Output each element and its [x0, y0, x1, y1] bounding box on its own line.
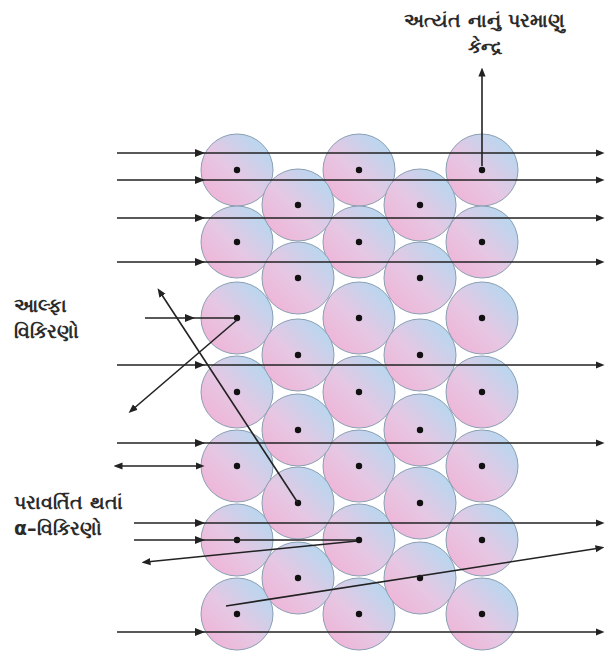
arrow-head — [195, 176, 205, 184]
gold-atom — [384, 467, 456, 539]
gold-atom — [384, 394, 456, 466]
arrow-head — [195, 439, 205, 447]
gold-atom — [446, 282, 518, 354]
deflected-ray — [132, 320, 237, 410]
gold-atom — [201, 430, 273, 502]
alpha-ray — [117, 179, 600, 181]
arrow-head — [195, 149, 205, 157]
nucleus-dot — [479, 611, 485, 617]
nucleus-dot — [479, 389, 485, 395]
nucleus-dot — [417, 500, 423, 506]
gold-atom — [446, 578, 518, 650]
deflected-ray — [226, 548, 600, 606]
nucleus-dot — [417, 427, 423, 433]
alpha-ray — [117, 217, 600, 219]
nucleus-dot — [356, 611, 362, 617]
alpha-rays — [117, 72, 600, 636]
arrow-head — [185, 314, 195, 322]
nucleus-dot — [479, 315, 485, 321]
deflected-ray — [481, 72, 483, 166]
gold-atom — [446, 206, 518, 278]
alpha-ray — [117, 631, 600, 633]
gold-atom — [201, 206, 273, 278]
nucleus-dot — [356, 537, 362, 543]
nucleus-dot — [356, 463, 362, 469]
nucleus-dot — [479, 463, 485, 469]
gold-atom — [446, 504, 518, 576]
gold-atom — [323, 134, 395, 206]
alpha-ray — [117, 152, 600, 154]
gold-atom — [323, 356, 395, 428]
gold-atom — [323, 206, 395, 278]
nucleus-dot — [356, 239, 362, 245]
gold-atom — [262, 394, 334, 466]
nucleus-dot — [479, 537, 485, 543]
callout-label: પરાવર્તિત થતાં α–વિકિરણો — [12, 490, 134, 541]
alpha-ray — [117, 261, 600, 263]
nucleus-dot — [234, 463, 240, 469]
nucleus-dot — [356, 389, 362, 395]
gold-atom — [446, 430, 518, 502]
nucleus-dot — [295, 202, 301, 208]
arrow-head — [195, 214, 205, 222]
arrow-head — [195, 258, 205, 266]
gold-atom — [262, 542, 334, 614]
nucleus-dot — [234, 389, 240, 395]
gold-atom — [384, 242, 456, 314]
alpha-ray — [117, 539, 356, 541]
alpha-ray — [117, 442, 600, 444]
gold-atom — [384, 319, 456, 391]
arrow-head — [195, 536, 205, 544]
nucleus-dot — [417, 202, 423, 208]
gold-atom — [262, 319, 334, 391]
gold-atom — [201, 134, 273, 206]
nucleus-dot — [295, 352, 301, 358]
gold-atom — [384, 542, 456, 614]
nucleus-dot — [417, 275, 423, 281]
atoms — [201, 134, 518, 650]
deflected-ray — [160, 292, 298, 503]
alpha-ray — [117, 364, 600, 366]
nucleus-dot — [295, 427, 301, 433]
callout-label: આલ્ફા વિકિરણો — [12, 293, 121, 344]
deflected-ray — [146, 541, 357, 562]
arrow-head — [195, 628, 205, 636]
nucleus-dot — [234, 167, 240, 173]
arrow-head — [195, 519, 205, 527]
nucleus-dot — [356, 167, 362, 173]
nucleus-dot — [295, 275, 301, 281]
nucleus-dot — [234, 611, 240, 617]
callout-label: અત્યંત નાનું પરમાણુ કેન્દ્ર — [395, 8, 574, 59]
gold-atom — [201, 578, 273, 650]
nucleus-dot — [356, 315, 362, 321]
gold-atom — [201, 356, 273, 428]
nucleus-dot — [479, 239, 485, 245]
gold-atom — [262, 242, 334, 314]
arrow-head — [195, 361, 205, 369]
gold-atom — [323, 282, 395, 354]
gold-atom — [446, 356, 518, 428]
nucleus-dot — [234, 239, 240, 245]
nucleus-dot — [295, 575, 301, 581]
nucleus-dot — [417, 352, 423, 358]
gold-atom — [323, 430, 395, 502]
nucleus-dot — [479, 167, 485, 173]
deflected-ray — [118, 465, 200, 467]
alpha-ray — [117, 522, 600, 524]
